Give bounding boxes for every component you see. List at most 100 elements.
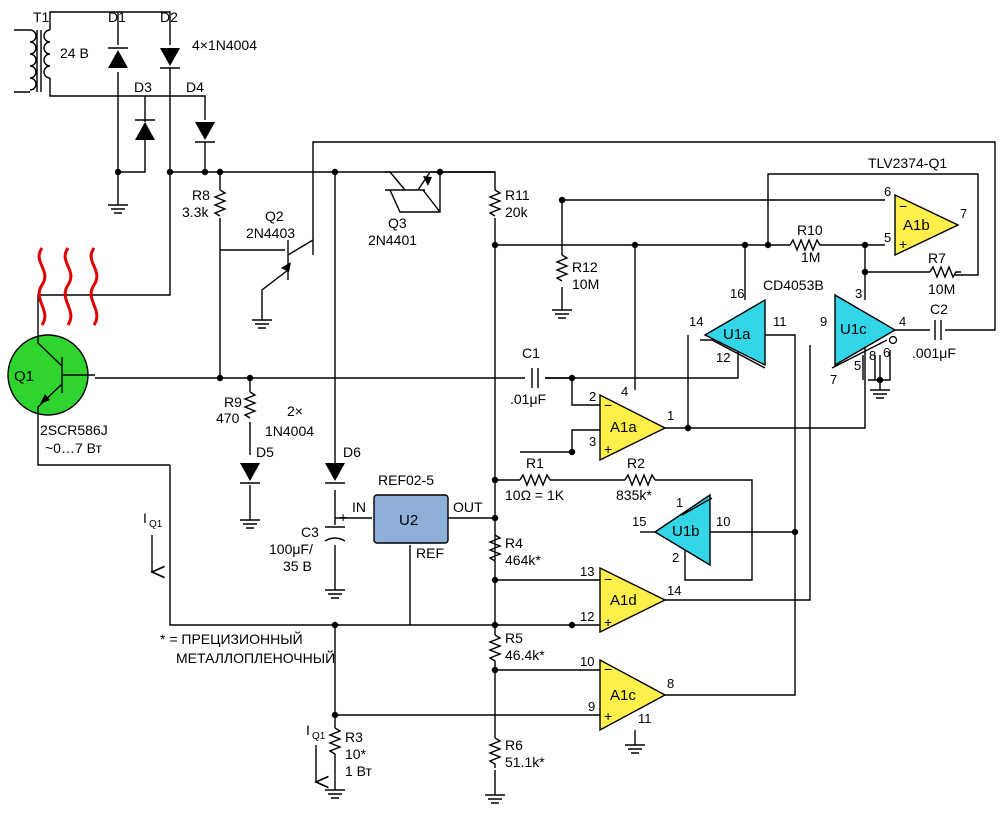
transistor-q3: Q3 2N4401 — [368, 171, 440, 248]
a1c-plus: + — [604, 708, 612, 724]
q1-range: ~0…7 Вт — [45, 440, 103, 456]
u1b-label: U1b — [672, 523, 700, 540]
opamp-part-label: TLV2374-Q1 — [868, 155, 947, 171]
r3-power: 1 Вт — [345, 763, 373, 779]
iq1-upper-label: I — [143, 510, 147, 526]
resistor-r4: R4 464k* — [488, 534, 541, 568]
r4-ref: R4 — [505, 535, 523, 551]
r11-ref: R11 — [505, 187, 530, 203]
a1b-pin5: 5 — [884, 230, 891, 245]
a1a-minus: − — [604, 397, 612, 413]
a1d-plus: + — [604, 614, 612, 630]
iq1-upper-sub: Q1 — [149, 519, 163, 530]
u1b-pin15: 15 — [632, 514, 646, 529]
transformer-t1: T1 24 В — [14, 9, 89, 93]
opamp-a1a: A1a − + 2 4 3 1 — [589, 384, 674, 462]
r1-val: 10Ω = 1K — [505, 487, 565, 503]
u1c-pin5: 5 — [854, 358, 861, 373]
a1c-pin11: 11 — [638, 711, 652, 726]
q3-ref: Q3 — [388, 215, 407, 231]
resistor-r9: R9 470 — [216, 391, 257, 426]
r6-val: 51.1k* — [505, 754, 545, 770]
a1d-pin14: 14 — [667, 583, 681, 598]
r7-val: 10M — [928, 281, 955, 297]
r3-ref: R3 — [345, 729, 363, 745]
a1b-label: A1b — [903, 217, 930, 234]
a1a-label: A1a — [610, 419, 637, 436]
q2-part: 2N4403 — [246, 225, 295, 241]
d5-d6-part: 1N4004 — [265, 423, 314, 439]
u1c-pin9: 9 — [820, 314, 827, 329]
current-arrow-lower: I Q1 — [306, 722, 326, 782]
r8-ref: R8 — [192, 187, 210, 203]
c1-val: .01μF — [510, 391, 546, 407]
a1c-minus: − — [604, 661, 612, 677]
u1b-pin10: 10 — [716, 514, 730, 529]
d5-d6-count: 2× — [287, 403, 303, 419]
d1-label: D1 — [108, 9, 126, 25]
r11-val: 20k — [505, 204, 529, 220]
u1b-pin1: 1 — [676, 495, 683, 510]
u1c-pin4: 4 — [899, 314, 906, 329]
a1d-pin13: 13 — [580, 564, 594, 579]
iq1-lower-label: I — [306, 722, 310, 738]
mux-u1c: U1c 3 9 4 5 8 6 7 CD4053B — [763, 277, 906, 387]
r12-ref: R12 — [572, 259, 598, 275]
r8-val: 3.3k — [182, 204, 209, 220]
a1b-plus: + — [899, 236, 907, 252]
resistor-r2: R2 835k* — [616, 455, 656, 503]
note-line-1: * = ПРЕЦИЗИОННЫЙ — [160, 630, 303, 647]
d6-label: D6 — [343, 444, 361, 460]
u1a-label: U1a — [723, 326, 751, 343]
resistor-r12: R12 10M — [555, 254, 599, 292]
r9-val: 470 — [216, 410, 240, 426]
a1d-label: A1d — [610, 592, 637, 609]
u1b-pin2: 2 — [672, 550, 679, 565]
d2-label: D2 — [160, 9, 178, 25]
u1c-pin8: 8 — [869, 348, 876, 363]
a1c-pin9: 9 — [588, 699, 595, 714]
u2-part: REF02-5 — [378, 472, 434, 488]
q1-ref: Q1 — [14, 368, 34, 385]
wiring — [37, 11, 996, 795]
r2-ref: R2 — [627, 455, 645, 471]
bridge-diodes: D1 D2 4×1N4004 D3 D4 — [108, 9, 257, 143]
current-arrow-upper: I Q1 — [143, 510, 163, 572]
a1a-pin4: 4 — [621, 384, 628, 399]
c3-plus: + — [339, 509, 347, 525]
u1a-pin11: 11 — [773, 314, 787, 329]
u1c-pin3: 3 — [855, 286, 862, 301]
ground-symbols — [108, 204, 890, 804]
heat-waves — [37, 247, 99, 326]
u2-in-label: IN — [352, 499, 366, 515]
resistor-r10: R10 1M — [789, 222, 830, 265]
u2-out-label: OUT — [453, 499, 483, 515]
opamp-a1b: A1b − + 6 5 7 TLV2374-Q1 — [868, 155, 967, 257]
a1c-label: A1c — [610, 687, 636, 704]
transistor-q1: Q1 2SCR586J ~0…7 Вт — [7, 334, 108, 456]
r2-val: 835k* — [616, 487, 652, 503]
a1a-plus: + — [604, 441, 612, 457]
resistor-r5: R5 46.4k* — [488, 630, 545, 666]
a1d-pin12: 12 — [580, 609, 594, 624]
junctions — [114, 168, 884, 719]
d3-label: D3 — [134, 79, 152, 95]
capacitor-c3: + C3 100μF/ 35 В — [269, 509, 347, 574]
capacitor-c1: C1 .01μF — [510, 345, 546, 407]
resistor-r8: R8 3.3k — [182, 187, 227, 220]
transistor-q2: Q2 2N4403 — [246, 208, 314, 280]
r6-ref: R6 — [505, 737, 523, 753]
iq1-lower-sub: Q1 — [312, 731, 326, 742]
d4-label: D4 — [186, 79, 204, 95]
a1a-pin3: 3 — [589, 434, 596, 449]
resistor-r6: R6 51.1k* — [488, 737, 545, 770]
c2-ref: C2 — [930, 301, 948, 317]
diode-d6: D6 — [325, 444, 361, 484]
opamp-a1c: A1c − + 10 9 8 11 — [580, 654, 674, 732]
r3-val: 10* — [345, 746, 367, 762]
r5-ref: R5 — [505, 630, 523, 646]
u1a-pin16: 16 — [730, 286, 744, 301]
c3-val: 100μF/ — [269, 541, 313, 557]
u1c-pin7: 7 — [830, 372, 837, 387]
